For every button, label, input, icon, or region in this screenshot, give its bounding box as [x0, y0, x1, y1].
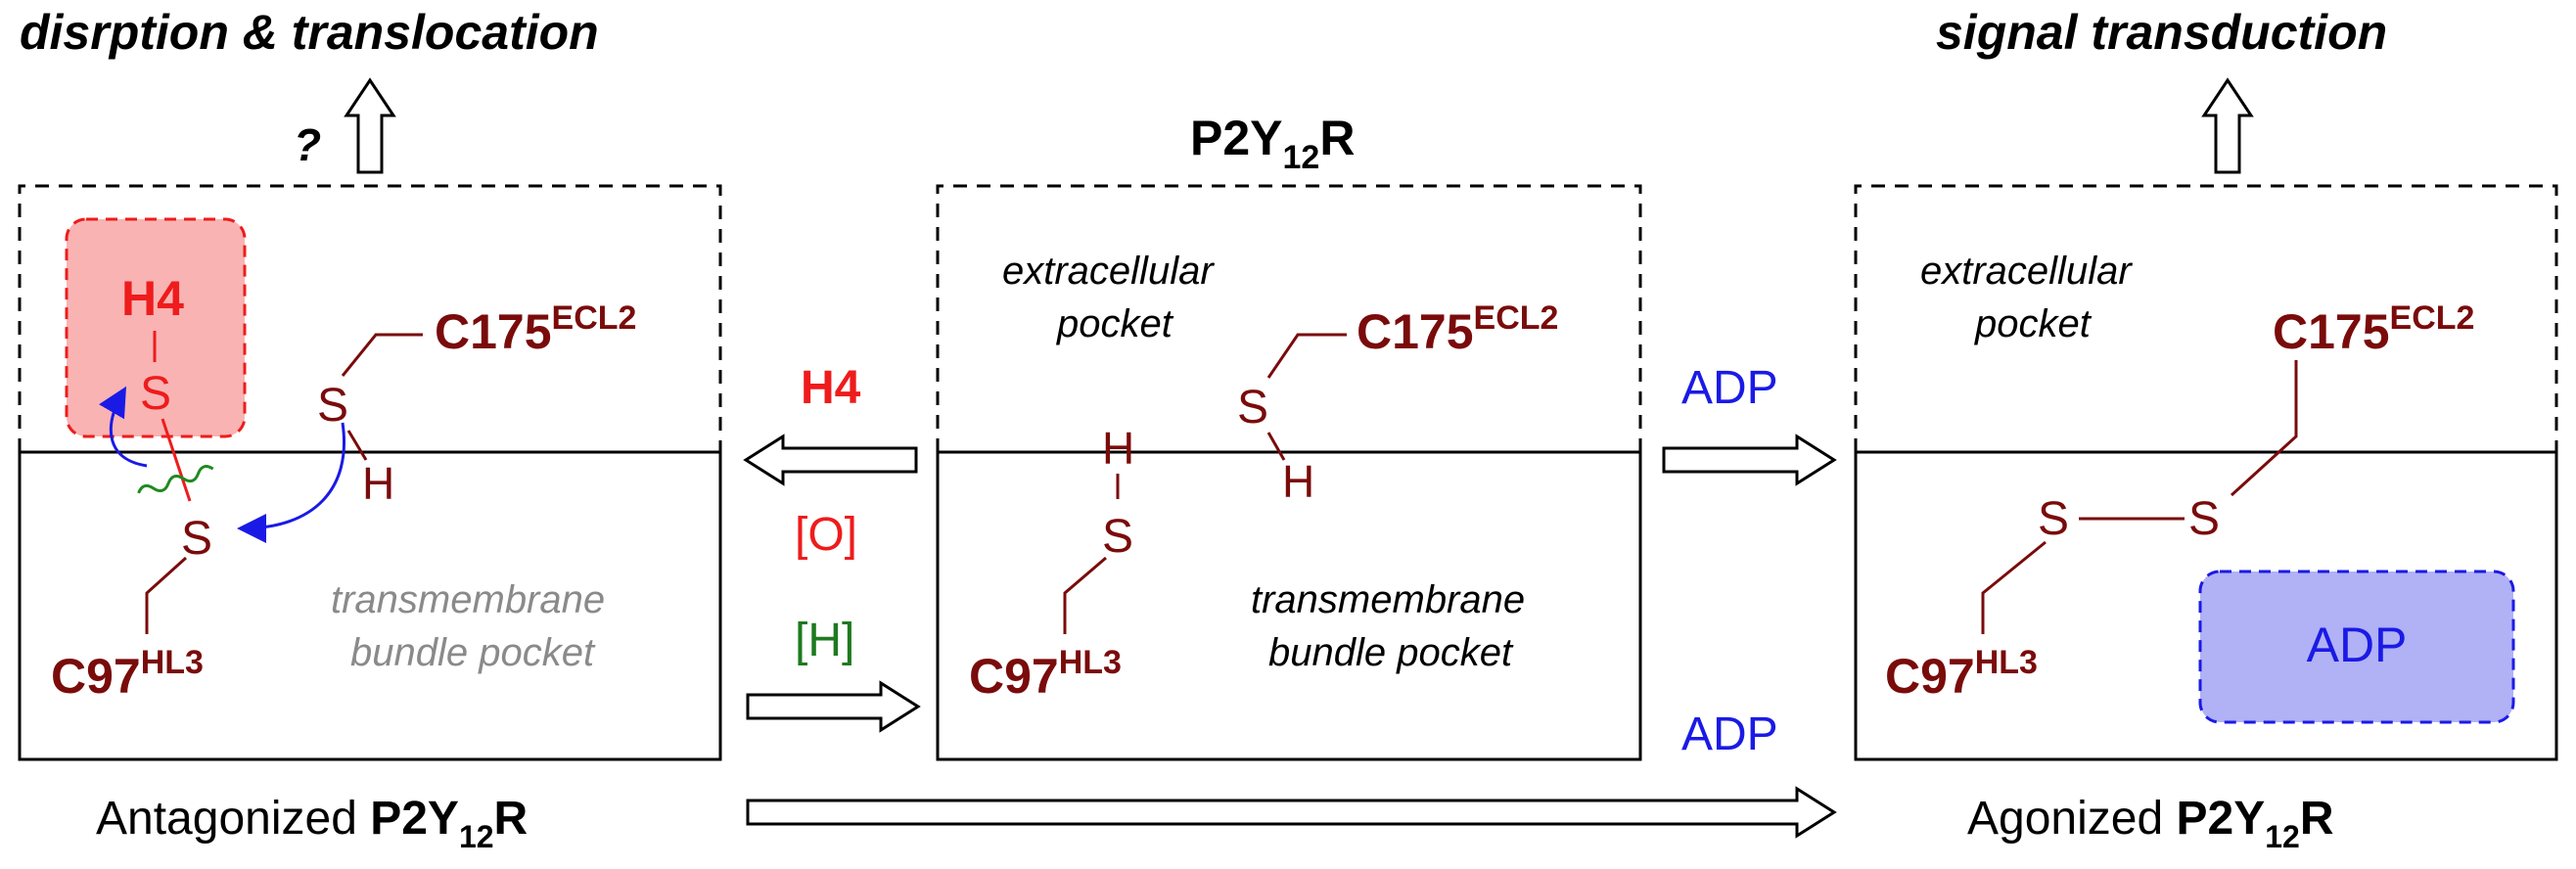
c175-label-middle: C175ECL2	[1357, 299, 1558, 359]
disulfide-bond-h4	[161, 418, 192, 502]
c97-label-middle: C97HL3	[969, 644, 1122, 704]
top-right-label: signal transduction	[1936, 5, 2387, 60]
left-arrow-oxidation-icon	[743, 434, 918, 486]
disulfide-sulfur-2: S	[2188, 493, 2220, 545]
c175-bond-right	[2230, 360, 2298, 497]
top-left-label: disrption & translocation	[20, 5, 599, 60]
c175-sulfur-middle: S	[1237, 382, 1268, 434]
c175-label-right: C175ECL2	[2273, 299, 2474, 359]
wavy-bond-icon	[137, 465, 214, 494]
extra-line2-right: pocket	[1974, 302, 2093, 345]
c97-bond-right	[1981, 540, 2047, 634]
oxidation-label: [O]	[795, 509, 857, 561]
reduction-label: [H]	[795, 615, 854, 666]
c97-label-left: C97HL3	[51, 644, 204, 704]
curved-arrow-leave-icon	[99, 386, 148, 468]
c175-sh-bond-left	[346, 430, 368, 461]
c97-bond-middle	[1063, 556, 1107, 634]
adp-box-label: ADP	[2307, 617, 2408, 672]
left-extracellular-border	[18, 184, 722, 452]
middle-membrane-box	[936, 450, 1642, 761]
disulfide-sulfur-1: S	[2038, 493, 2069, 545]
pocket-line1-left: transmembrane	[331, 578, 605, 621]
left-panel: H4 S S C97HL3 C175ECL2 S H transmembrane…	[18, 184, 722, 854]
c97-sulfur-middle: S	[1102, 511, 1133, 563]
up-arrow-right-icon	[2201, 77, 2254, 174]
c175-bond-left	[341, 333, 423, 377]
h4-arrow-label: H4	[801, 362, 861, 414]
right-extracellular-border	[1854, 184, 2558, 452]
c97-label-right: C97HL3	[1885, 644, 2038, 704]
pocket-line2-middle: bundle pocket	[1268, 631, 1514, 674]
top-left-question: ?	[294, 119, 321, 170]
c175-bond-middle	[1266, 333, 1347, 379]
pocket-line1-middle: transmembrane	[1251, 578, 1525, 621]
curved-arrow-attack-icon	[237, 422, 345, 543]
adp-highlight-box	[2198, 570, 2515, 724]
extra-line1-middle: extracellular	[1002, 250, 1215, 293]
c97-sulfur-left: S	[181, 513, 212, 565]
c175-hydrogen-middle: H	[1282, 456, 1314, 507]
extra-line1-right: extracellular	[1920, 250, 2133, 293]
middle-extracellular-border	[936, 184, 1642, 452]
center-title: P2Y12R	[1190, 111, 1355, 176]
right-membrane-box	[1854, 450, 2558, 761]
adp-upper-label: ADP	[1681, 362, 1778, 414]
right-arrow-adp-upper-icon	[1662, 434, 1837, 486]
c97-hydrogen-middle: H	[1102, 423, 1134, 474]
pocket-line2-left: bundle pocket	[350, 631, 596, 674]
left-membrane-box	[18, 450, 722, 761]
right-panel: extracellular pocket C175ECL2 S S C97HL3…	[1854, 184, 2558, 854]
c175-sh-bond-middle	[1266, 432, 1286, 461]
long-arrow-adp-lower-icon	[746, 786, 1837, 839]
c97-bond-left	[145, 556, 188, 634]
h4-highlight-box	[65, 217, 247, 438]
right-arrow-reduction-icon	[746, 680, 921, 733]
h4-sulfur: S	[140, 368, 171, 420]
c175-hydrogen-left: H	[362, 458, 394, 509]
extra-line2-middle: pocket	[1056, 302, 1174, 345]
adp-lower-label: ADP	[1681, 709, 1778, 760]
up-arrow-left-icon	[344, 77, 396, 174]
right-caption: Agonized P2Y12R	[1967, 793, 2334, 854]
left-caption: Antagonized P2Y12R	[96, 793, 528, 854]
c175-label-left: C175ECL2	[435, 299, 636, 359]
h4-label: H4	[121, 271, 184, 326]
middle-panel: extracellular pocket C175ECL2 S H H S C9…	[936, 184, 1642, 761]
